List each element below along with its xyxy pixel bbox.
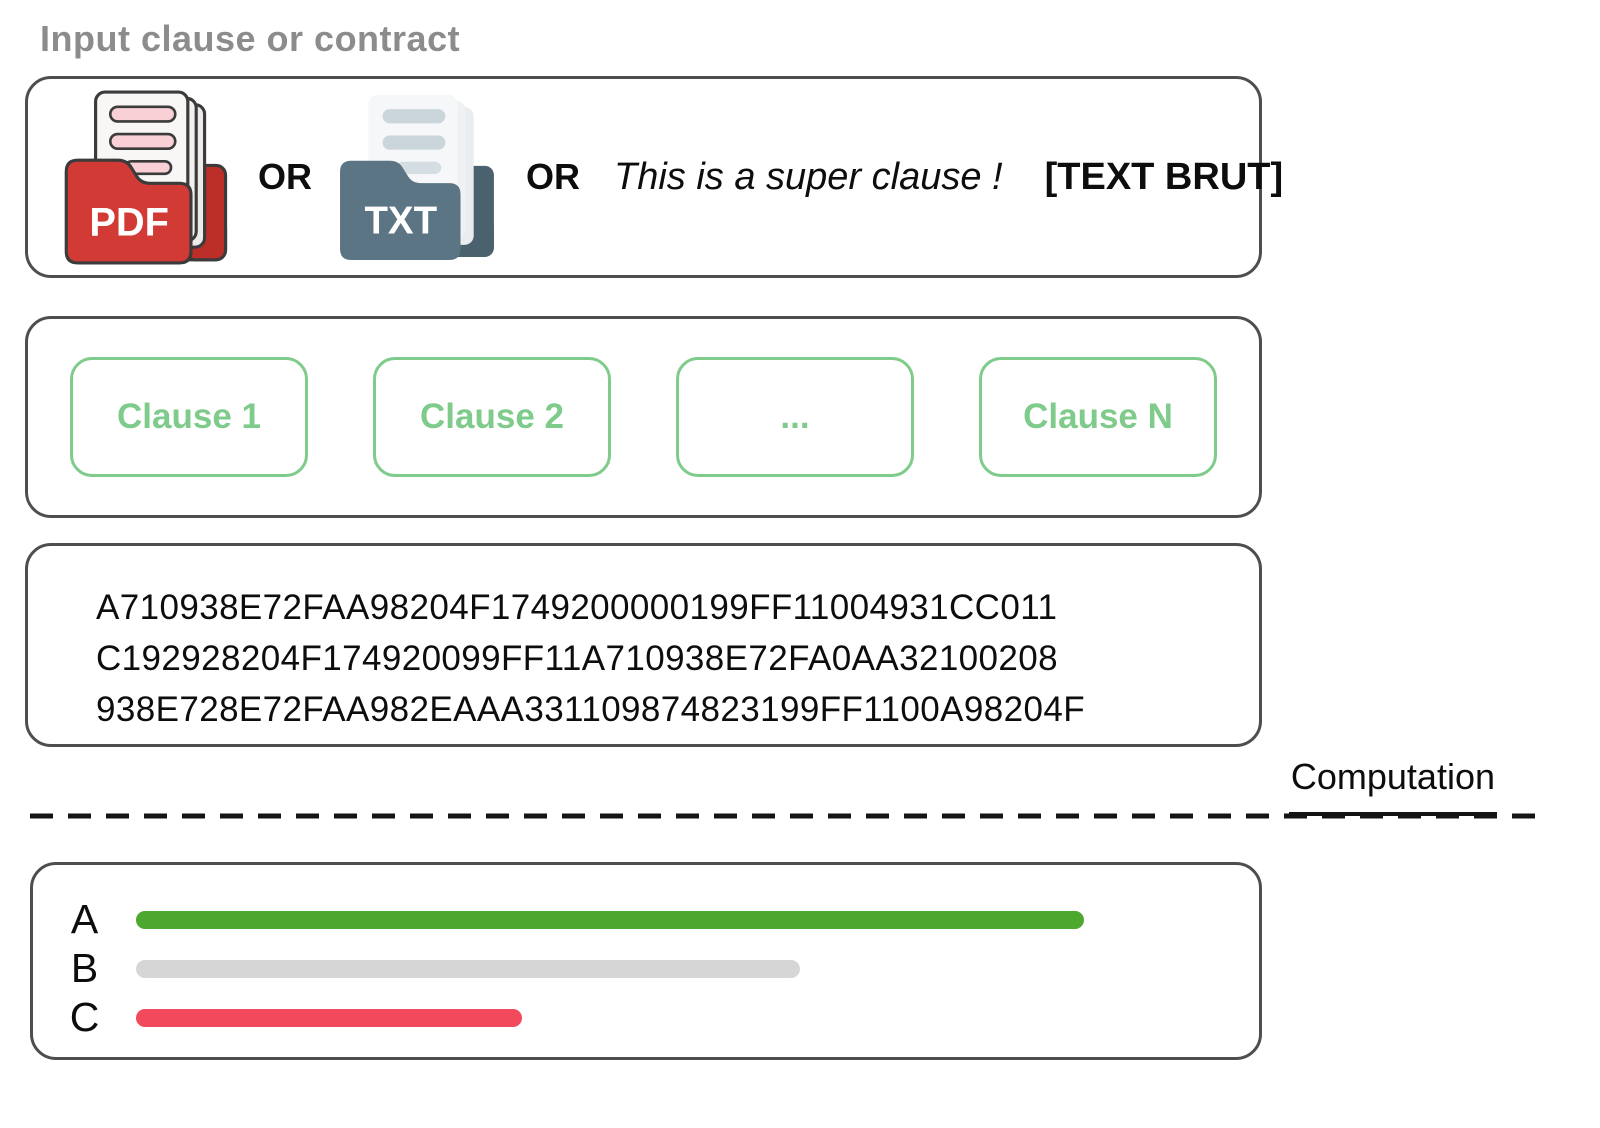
example-clause-text: This is a super clause ! [614, 155, 1003, 198]
clause-chip-n: Clause N [979, 357, 1217, 477]
result-row-c: C [33, 993, 1259, 1042]
bar-track-b [136, 959, 1241, 978]
clause-chip-2: Clause 2 [373, 357, 611, 477]
pdf-icon-label: PDF [89, 200, 169, 244]
hash-line-1: A710938E72FAA98204F1749200000199FF110049… [96, 588, 1058, 627]
clause-chip-1: Clause 1 [70, 357, 308, 477]
result-row-a: A [33, 895, 1259, 944]
bar-c [136, 1008, 522, 1027]
or-label-1: OR [258, 156, 312, 197]
page-title: Input clause or contract [40, 18, 461, 59]
result-label-c: C [69, 994, 100, 1040]
bar-track-c [136, 1008, 1241, 1027]
bar-track-a [136, 910, 1241, 929]
hash-line-3: 938E728E72FAA982EAAA331109874823199FF110… [96, 690, 1085, 729]
computation-dashed-divider [30, 813, 1542, 819]
txt-file-icon: TXT [340, 94, 494, 260]
input-box: PDF OR TXT OR This is a super clause ! [… [25, 76, 1283, 278]
result-row-b: B [33, 944, 1259, 993]
clauses-box: Clause 1 Clause 2 ... Clause N [25, 316, 1262, 518]
result-label-a: A [70, 896, 99, 942]
hash-box: A710938E72FAA98204F1749200000199FF110049… [25, 543, 1262, 747]
txt-icon-label: TXT [364, 199, 437, 242]
raw-text-tag: [TEXT BRUT] [1044, 155, 1284, 198]
clause-chip-ellipsis: ... [676, 357, 914, 477]
or-label-2: OR [526, 156, 580, 197]
pdf-file-icon: PDF [64, 90, 228, 264]
computation-label: Computation [1288, 756, 1497, 816]
results-box: A B C [30, 862, 1262, 1060]
result-label-b: B [70, 945, 99, 991]
bar-b [136, 959, 801, 978]
bar-a [136, 910, 1085, 929]
hash-line-2: C192928204F174920099FF11A710938E72FA0AA3… [96, 639, 1059, 678]
